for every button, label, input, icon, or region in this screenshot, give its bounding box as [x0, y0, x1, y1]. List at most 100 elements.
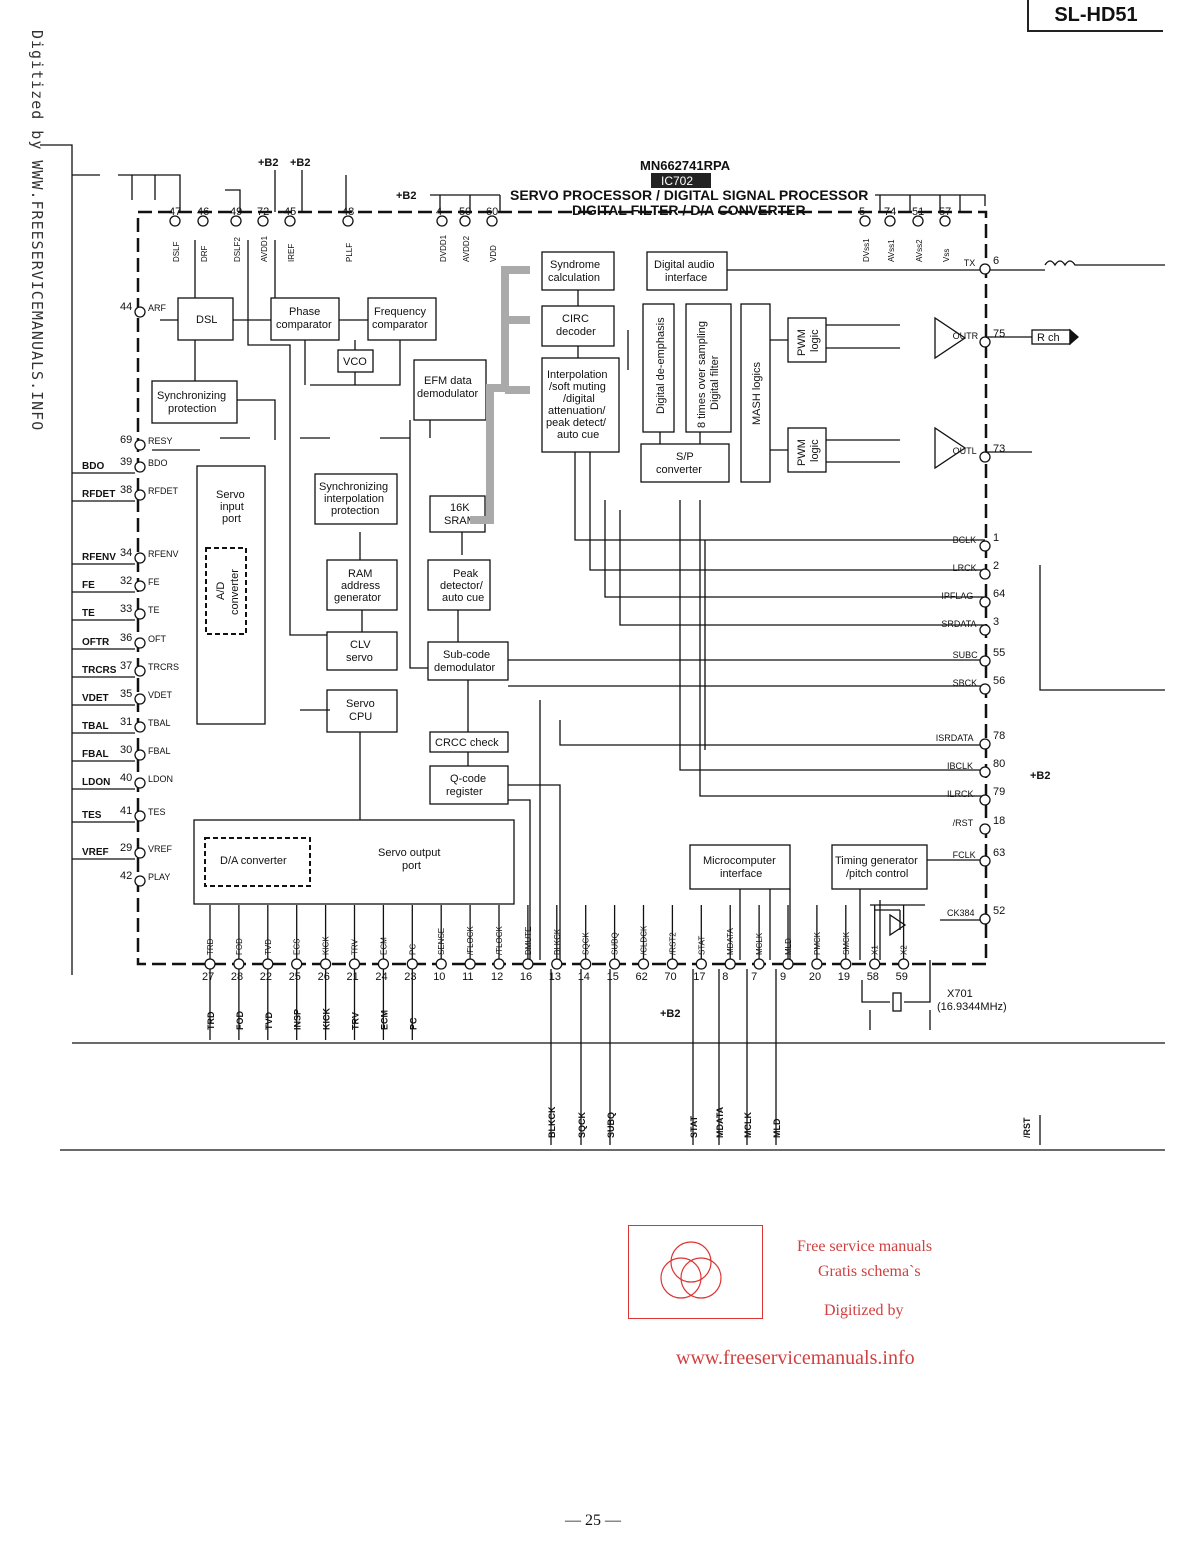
watermark-line2: Gratis schema`s	[818, 1263, 921, 1280]
pin-num-9: 9	[780, 971, 786, 983]
pin-32	[134, 580, 146, 592]
pin-2	[979, 568, 991, 580]
svg-text:Sub-code: Sub-code	[443, 649, 490, 661]
pin-35	[134, 693, 146, 705]
svg-text:RAM address genera: RAM address generator	[334, 568, 383, 604]
pin-17	[695, 958, 707, 970]
svg-text:Syndrome: Syndrome	[550, 259, 600, 271]
top-pins: 47DSLF46DRF49DSLF272AVDD145IREF48PLLF4DV…	[169, 206, 951, 262]
pin-num-41: 41	[120, 805, 132, 817]
pin-num-29: 29	[120, 842, 132, 854]
svg-text:Digital de-emphasis: Digital de-emphasis	[655, 317, 667, 414]
bottom-pins: 27TRD28FOD22TVD25ECS26KICK21TRV24ECM23PC…	[202, 905, 910, 983]
pin-28	[233, 958, 245, 970]
ext-bottom-TRD: TRD	[206, 1011, 216, 1030]
pin-num-18: 18	[993, 815, 1005, 827]
pin-num-64: 64	[993, 588, 1005, 600]
pin-36	[134, 637, 146, 649]
svg-text:VCO: VCO	[343, 356, 367, 368]
pin-num-13: 13	[549, 971, 561, 983]
pin-num-51: 51	[912, 206, 924, 218]
pin-label-BCLK: BCLK	[953, 535, 977, 545]
pin-num-24: 24	[375, 971, 387, 983]
watermark-line3: Digitized by	[824, 1302, 904, 1319]
watermark-line1: Free service manuals	[797, 1238, 933, 1255]
svg-text:comparator: comparator	[372, 319, 428, 331]
pin-num-39: 39	[120, 456, 132, 468]
ic-ref: IC702	[661, 174, 693, 188]
pin-num-73: 73	[993, 443, 1005, 455]
pin-num-69: 69	[120, 434, 132, 446]
pin-label-RFDET: RFDET	[148, 486, 178, 496]
pin-label-IREF: IREF	[287, 244, 296, 262]
svg-text:PWM: PWM	[796, 329, 808, 356]
svg-text:SRAM: SRAM	[444, 515, 476, 527]
pin-num-36: 36	[120, 632, 132, 644]
xtal-ref: X701	[947, 988, 973, 1000]
sram-block	[429, 495, 486, 533]
pin-num-33: 33	[120, 603, 132, 615]
ext-lower-MDATA: MDATA	[715, 1106, 725, 1138]
pin-5	[859, 215, 871, 227]
pin-21	[348, 958, 361, 970]
pin-num-58: 58	[867, 971, 879, 983]
svg-text:/pitch control: /pitch control	[846, 868, 908, 880]
pin-num-52: 52	[993, 905, 1005, 917]
mash-logics-block	[740, 303, 771, 483]
pin-num-46: 46	[197, 206, 209, 218]
pin-45	[284, 215, 296, 227]
pin-num-34: 34	[120, 547, 132, 559]
pin-40	[134, 777, 146, 789]
svg-text:demodulator: demodulator	[417, 388, 478, 400]
pin-label-VDET: VDET	[148, 690, 173, 700]
watermark-url: www.freeservicemanuals.info	[676, 1347, 915, 1369]
pin-38	[134, 489, 146, 501]
page-number: — 25 —	[565, 1512, 621, 1529]
pin-55	[979, 655, 991, 667]
svg-text:S/P: S/P	[676, 451, 694, 463]
ext-bottom-INSP: INSP	[293, 1009, 303, 1030]
ext-lower-BLKCK: BLKCK	[547, 1106, 557, 1138]
pin-73	[979, 451, 991, 463]
pin-22	[262, 958, 274, 970]
pin-30	[134, 749, 146, 761]
pin-num-25: 25	[289, 971, 301, 983]
xtal-freq: (16.9344MHz)	[937, 1001, 1007, 1013]
ad-converter-block	[205, 547, 247, 635]
pin-57	[939, 215, 951, 227]
pin-num-75: 75	[993, 328, 1005, 340]
servo-cpu-block	[326, 689, 398, 733]
ext-label-FE: FE	[82, 580, 95, 591]
pin-num-56: 56	[993, 675, 1005, 687]
pin-label-FE: FE	[148, 577, 160, 587]
pin-60	[486, 215, 498, 227]
ext-label-VREF: VREF	[82, 847, 109, 858]
svg-text:16K: 16K	[450, 502, 470, 514]
pin-label-TRCRS: TRCRS	[148, 662, 179, 672]
pin-num-72: 72	[257, 206, 269, 218]
pin-num-8: 8	[722, 971, 728, 983]
svg-text:Synchronizing: Synchronizing	[157, 390, 226, 402]
peak-detector-block	[427, 559, 491, 611]
svg-text:interface: interface	[720, 868, 762, 880]
svg-text:register: register	[446, 786, 483, 798]
pin-label-DRF: DRF	[200, 245, 209, 262]
pin-59	[897, 958, 910, 970]
pin-64	[979, 596, 991, 608]
pin-label-CK384: CK384	[947, 908, 975, 918]
pin-num-5: 5	[859, 206, 865, 218]
microcomputer-interface-block	[689, 844, 791, 890]
ext-bottom-FOD: FOD	[235, 1011, 245, 1030]
pin-label-RFENV: RFENV	[148, 549, 179, 559]
pin-label-TE: TE	[148, 605, 160, 615]
pin-label-AVDD2: AVDD2	[462, 235, 471, 262]
ext-label-RFENV: RFENV	[82, 552, 116, 563]
ext-label-VDET: VDET	[82, 693, 109, 704]
pin-num-63: 63	[993, 847, 1005, 859]
pin-18	[979, 823, 991, 835]
ext-label-TBAL: TBAL	[82, 721, 109, 732]
pin-num-48: 48	[342, 206, 354, 218]
ext-lower-SQCK: SQCK	[577, 1111, 587, 1138]
